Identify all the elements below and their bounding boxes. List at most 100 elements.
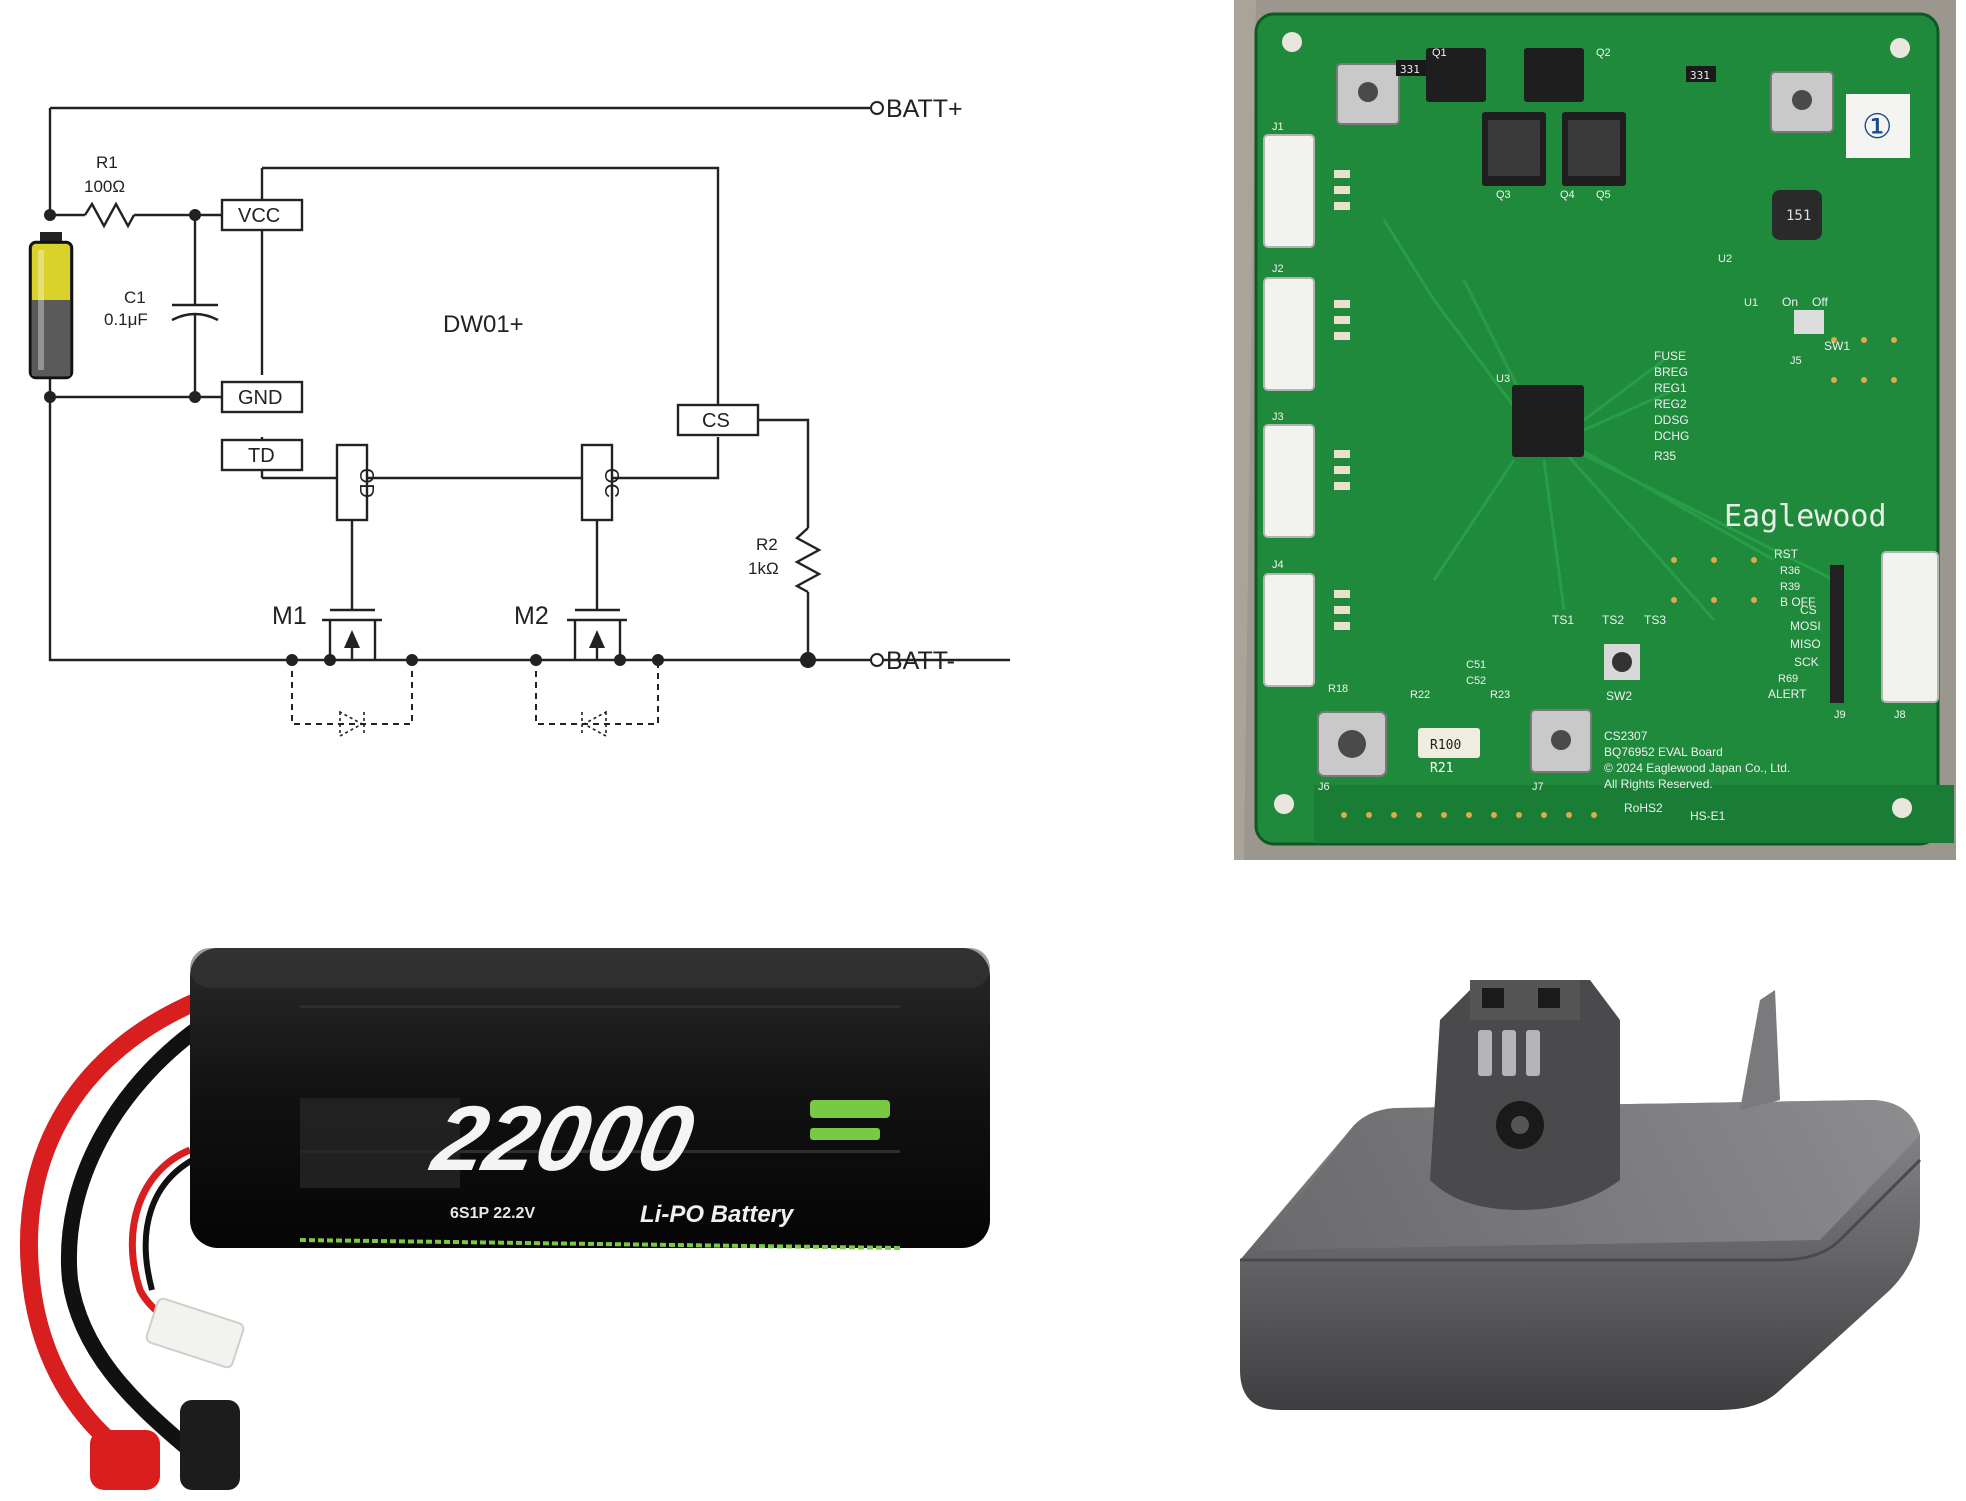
connector-j1: J1 [1272,121,1284,133]
ic-name: DW01+ [443,311,524,338]
ref-r69: R69 [1778,673,1798,685]
pin-vcc-label: VCC [238,205,280,227]
inductor-marking: 151 [1786,208,1811,224]
signal-ddsg: DDSG [1654,413,1689,427]
resistor-code-1: 331 [1400,63,1420,76]
lipo-capacity: 22000 [423,1087,703,1190]
ref-r39: R39 [1780,581,1800,593]
battery-cell-icon [28,232,74,380]
balance-connector [145,1297,245,1369]
pin-gnd-label: GND [238,387,282,409]
black-connector [180,1400,240,1490]
m2-label: M2 [514,602,549,630]
pin-oc-label: OC [600,468,622,498]
ul-mark: HS-E1 [1690,809,1726,823]
connector-j5: J5 [1790,355,1802,367]
pin-cs-label: CS [702,410,730,432]
m1-label: M1 [272,602,307,630]
red-wire [20,991,204,1458]
c1-ref: C1 [124,288,146,307]
signal-reg1: REG1 [1654,381,1687,395]
connector-j8: J8 [1894,709,1906,721]
signal-reg2: REG2 [1654,397,1687,411]
dw01-protection-schematic: VCC GND TD CS OD OC DW01+ R1 100Ω C1 0.1… [28,95,1010,738]
pin-gnd-box [220,380,304,414]
battery-connector-turret [1430,980,1620,1210]
ref-r18: R18 [1328,683,1348,695]
header-boff: B OFF [1780,595,1815,609]
red-connector [90,1430,160,1490]
ref-q4: Q4 [1560,189,1575,201]
ref-c51: C51 [1466,659,1486,671]
c1-value: 0.1μF [104,310,148,329]
tp-ts1: TS1 [1552,613,1574,627]
signal-breg: BREG [1654,365,1688,379]
connector-j3: J3 [1272,411,1284,423]
header-alert: ALERT [1768,687,1807,701]
pcb-board [1254,12,1940,846]
r1-ref: R1 [96,153,118,172]
footer-line-3: © 2024 Eaglewood Japan Co., Ltd. [1604,761,1790,775]
r2-resistor [794,527,822,594]
ref-r36: R36 [1780,565,1800,577]
ref-r22: R22 [1410,689,1430,701]
r2-ref: R2 [756,535,778,554]
pin-td-label: TD [248,445,275,467]
switch-on: On [1782,295,1798,309]
pin-od-label: OD [355,468,377,498]
switch-sw1: SW1 [1824,339,1850,353]
connector-j9: J9 [1834,709,1846,721]
ref-c52: C52 [1466,675,1486,687]
footer-line-2: BQ76952 EVAL Board [1604,745,1723,759]
connector-j2: J2 [1272,263,1284,275]
tp-ts3: TS3 [1644,613,1666,627]
lipo-battery-photo: 22000 6S1P 22.2V Li-PO Battery [20,948,990,1490]
header-miso: MISO [1790,637,1821,651]
signal-r35: R35 [1654,449,1676,463]
lipo-spec: 6S1P 22.2V [450,1205,535,1222]
bq76952-eval-board-photo: 151 331 331 R100 R21 ① Eaglewood FUSE BR… [1234,0,1956,860]
lipo-type: Li-PO Battery [640,1201,795,1228]
pin-td-box [220,438,304,472]
pin-cs-box [676,403,760,437]
ref-q5: Q5 [1596,189,1611,201]
ref-q1: Q1 [1432,47,1447,59]
vacuum-battery-photo [1240,980,1922,1410]
connector-j6: J6 [1318,781,1330,793]
header-mosi: MOSI [1790,619,1821,633]
footer-line-4: All Rights Reserved. [1604,777,1713,791]
r1-resistor [83,201,136,229]
shunt-ref: R21 [1430,761,1453,776]
ref-r23: R23 [1490,689,1510,701]
ref-u2: U2 [1718,253,1732,265]
board-number: ① [1862,108,1892,146]
switch-off: Off [1812,295,1828,309]
latch-clip [1740,990,1780,1110]
tp-ts2: TS2 [1602,613,1624,627]
pcb-brand: Eaglewood [1724,499,1887,534]
header-rst: RST [1774,547,1799,561]
signal-fuse: FUSE [1654,349,1686,363]
connector-j7: J7 [1532,781,1544,793]
ref-q2: Q2 [1596,47,1611,59]
ref-u3: U3 [1496,373,1510,385]
batt-plus-label: BATT+ [886,95,963,123]
batt-minus-label: BATT- [886,647,955,675]
ref-q3: Q3 [1496,189,1511,201]
ref-u1: U1 [1744,297,1758,309]
resistor-code-2: 331 [1690,69,1710,82]
footer-line-1: CS2307 [1604,729,1648,743]
connector-j4: J4 [1272,559,1284,571]
black-wire [60,1013,215,1457]
signal-dchg: DCHG [1654,429,1689,443]
r2-value: 1kΩ [748,559,779,578]
switch-sw2: SW2 [1606,689,1632,703]
pin-vcc-box [220,198,304,232]
shunt-marking: R100 [1430,738,1461,753]
pin-oc-box [580,443,614,522]
header-sck: SCK [1794,655,1819,669]
pin-od-box [335,443,369,522]
r1-value: 100Ω [84,177,125,196]
rohs-mark: RoHS2 [1624,801,1663,815]
header-cs: CS [1800,603,1817,617]
